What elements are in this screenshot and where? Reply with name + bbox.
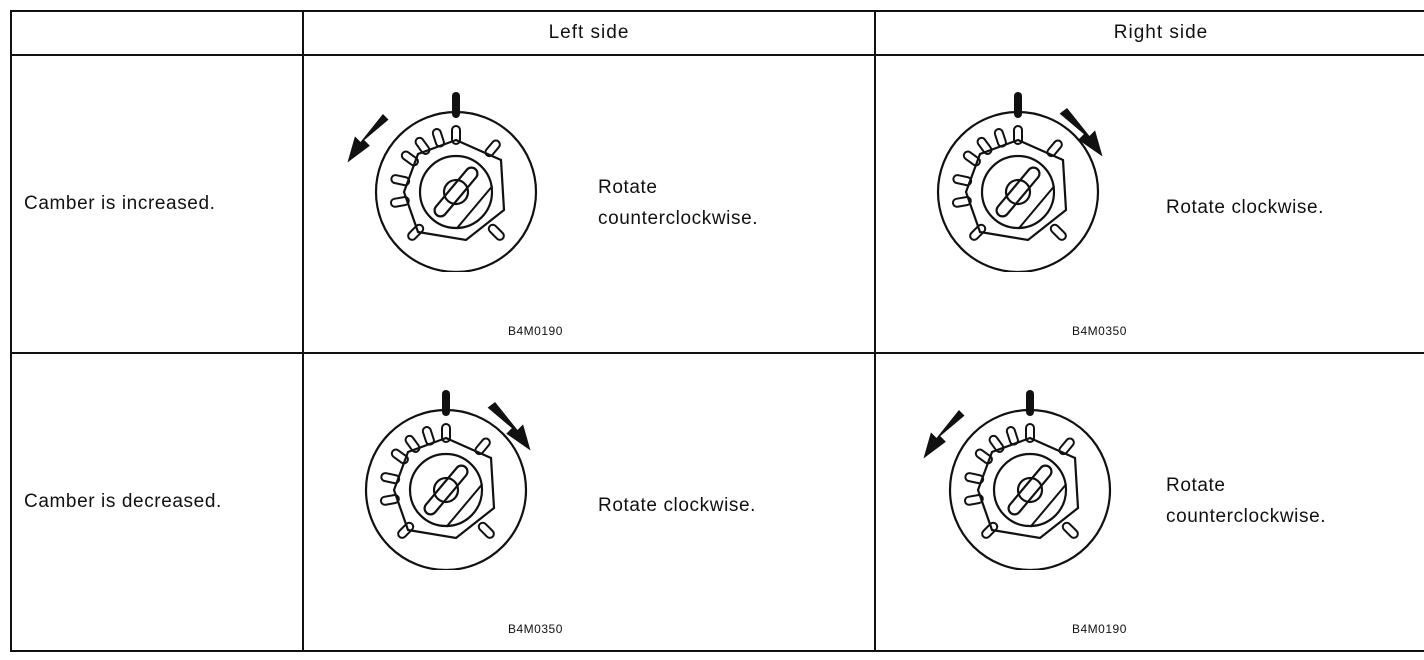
- instruction-line: Rotate: [1166, 475, 1226, 496]
- table-row: Camber is decreased. Rotate clockwise. B…: [10, 352, 1424, 652]
- instruction-line: Rotate clockwise.: [1166, 197, 1325, 218]
- figure-code: B4M0350: [1072, 324, 1127, 338]
- instruction-line: Rotate clockwise.: [598, 495, 757, 516]
- instruction-text: Rotate counterclockwise.: [1166, 470, 1326, 532]
- cell-decreased-right: Rotate counterclockwise. B4M0190: [874, 352, 1424, 652]
- figure-code: B4M0190: [1072, 622, 1127, 636]
- header-right-side: Right side: [874, 10, 1424, 56]
- camber-adjustment-table-wrapper: Left side Right side Camber is increased…: [10, 10, 1424, 652]
- instruction-text: Rotate clockwise.: [1166, 192, 1324, 223]
- header-left-side: Left side: [302, 10, 876, 56]
- instruction-line: counterclockwise.: [598, 208, 759, 229]
- camber-adjustment-table: Left side Right side Camber is increased…: [10, 10, 1424, 652]
- row-label-camber-increased: Camber is increased.: [10, 54, 304, 354]
- cell-decreased-left: Rotate clockwise. B4M0350: [302, 352, 876, 652]
- instruction-text: Rotate counterclockwise.: [598, 172, 758, 234]
- instruction-line: Rotate: [598, 177, 658, 198]
- row-label-camber-decreased: Camber is decreased.: [10, 352, 304, 652]
- instruction-line: counterclockwise.: [1166, 506, 1327, 527]
- figure-code: B4M0190: [508, 324, 563, 338]
- cell-increased-right: Rotate clockwise. B4M0350: [874, 54, 1424, 354]
- cell-increased-left: Rotate counterclockwise. B4M0190: [302, 54, 876, 354]
- counterclockwise-arrow-icon: [916, 410, 972, 466]
- clockwise-arrow-icon: [482, 402, 538, 458]
- figure-code: B4M0350: [508, 622, 563, 636]
- header-corner-cell: [10, 10, 304, 56]
- header-row: Left side Right side: [10, 10, 1424, 56]
- counterclockwise-arrow-icon: [340, 114, 396, 170]
- instruction-text: Rotate clockwise.: [598, 490, 756, 521]
- table-row: Camber is increased. Rotate counterclock…: [10, 54, 1424, 354]
- clockwise-arrow-icon: [1054, 108, 1110, 164]
